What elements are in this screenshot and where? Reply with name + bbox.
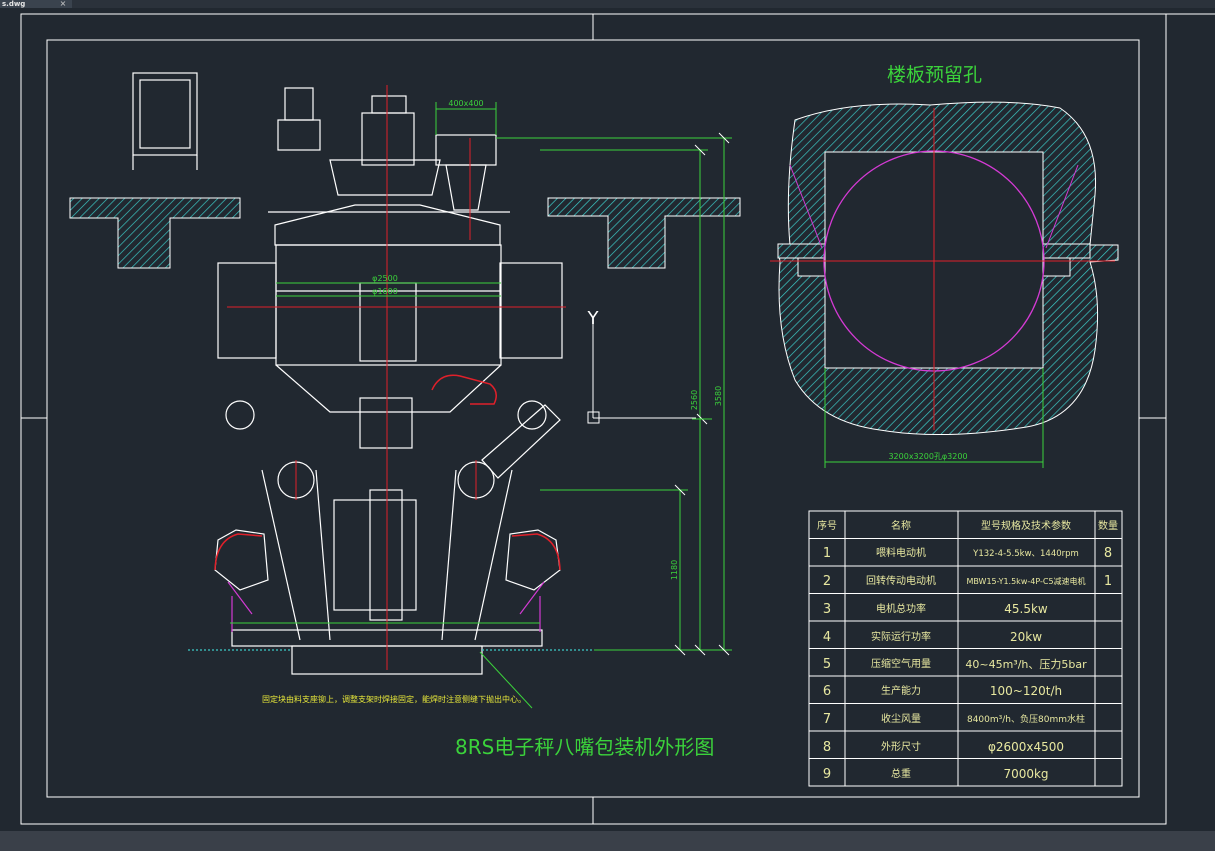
- row-spec: 45.5kw: [1004, 602, 1048, 616]
- close-icon[interactable]: ×: [59, 0, 67, 8]
- dim-inner-diameter: φ1600: [372, 287, 398, 296]
- row-spec: 8400m³/h、负压80mm水柱: [967, 713, 1085, 725]
- row-qty: 1: [1104, 574, 1112, 589]
- bag-clamp-accents: [227, 581, 545, 632]
- dim-hole-size: 3200x3200孔φ3200: [888, 452, 967, 461]
- dimension-lines: [230, 102, 732, 709]
- table-row: 1 喂料电动机 Y132-4-5.5kw、1440rpm 8: [823, 546, 1112, 561]
- row-no: 2: [823, 574, 831, 589]
- center-marks: [21, 14, 1166, 824]
- floor-hole-detail: [770, 101, 1119, 468]
- dim-outer-diameter: φ2500: [372, 274, 398, 283]
- drawing-canvas[interactable]: 8RS电子秤八嘴包装机外形图 楼板预留孔 固定块由料支座铆上，调整支架时焊接固定…: [0, 8, 1215, 831]
- row-no: 9: [823, 767, 831, 782]
- row-name: 实际运行功率: [871, 630, 931, 643]
- installation-note: 固定块由料支座铆上，调整支架时焊接固定，能焊时注意侧缝下抛出中心。: [262, 694, 526, 704]
- dim-top-opening: 400x400: [448, 99, 483, 108]
- feed-hose-curves: [214, 374, 561, 571]
- row-name: 外形尺寸: [881, 740, 921, 753]
- floor-hole-title: 楼板预留孔: [887, 64, 982, 86]
- table-header-no: 序号: [817, 519, 837, 532]
- table-row: 8 外形尺寸 φ2600x4500: [823, 740, 1064, 755]
- table-row: 4 实际运行功率 20kw: [823, 630, 1042, 645]
- row-no: 4: [823, 630, 831, 645]
- row-no: 5: [823, 657, 831, 672]
- table-row: 5 压缩空气用量 40~45m³/h、压力5bar: [823, 657, 1087, 672]
- row-name: 总重: [891, 767, 911, 780]
- row-spec: 100~120t/h: [990, 684, 1062, 698]
- dimension-ticks: [674, 132, 730, 656]
- row-name: 喂料电动机: [876, 546, 926, 559]
- row-qty: 8: [1104, 546, 1112, 561]
- table-row: 7 收尘风量 8400m³/h、负压80mm水柱: [823, 712, 1085, 727]
- status-bar: [0, 831, 1215, 851]
- packing-machine: [188, 87, 594, 675]
- ucs-y-label: Y: [587, 308, 600, 329]
- cad-drawing: 8RS电子秤八嘴包装机外形图 楼板预留孔 固定块由料支座铆上，调整支架时焊接固定…: [20, 13, 1215, 825]
- row-name: 压缩空气用量: [871, 657, 931, 670]
- row-spec: φ2600x4500: [988, 740, 1064, 754]
- row-no: 6: [823, 684, 831, 699]
- table-header-spec: 型号规格及技术参数: [981, 519, 1071, 532]
- spec-table-row-lines: [809, 538, 1122, 759]
- floor-slab: [69, 197, 741, 269]
- table-header-name: 名称: [891, 519, 911, 532]
- table-row: 6 生产能力 100~120t/h: [823, 684, 1062, 699]
- drawing-title: 8RS电子秤八嘴包装机外形图: [455, 735, 714, 759]
- spec-table-rows: 1 喂料电动机 Y132-4-5.5kw、1440rpm 8 2 回转传动电动机…: [823, 546, 1112, 782]
- table-row: 3 电机总功率 45.5kw: [823, 602, 1048, 617]
- dim-height-3580: 3580: [714, 386, 723, 406]
- row-name: 生产能力: [881, 684, 921, 697]
- row-no: 1: [823, 546, 831, 561]
- table-header-qty: 数量: [1098, 519, 1118, 532]
- drawing-tab[interactable]: s.dwg: [0, 0, 72, 8]
- table-row: 9 总重 7000kg: [823, 767, 1049, 782]
- row-no: 7: [823, 712, 831, 727]
- document-tab-bar: s.dwg ×: [0, 0, 1215, 8]
- row-spec: MBW15-Y1.5kw-4P-C5减速电机: [966, 576, 1085, 586]
- dim-height-1180: 1180: [670, 560, 679, 580]
- machine-center-lines: [227, 85, 566, 670]
- row-name: 电机总功率: [876, 602, 926, 615]
- control-cabinet: [132, 72, 198, 170]
- row-name: 收尘风量: [881, 712, 921, 725]
- row-spec: Y132-4-5.5kw、1440rpm: [972, 549, 1079, 559]
- table-row: 2 回转传动电动机 MBW15-Y1.5kw-4P-C5减速电机 1: [823, 574, 1112, 589]
- drawing-tab-label: s.dwg: [2, 0, 26, 8]
- row-spec: 7000kg: [1003, 767, 1048, 781]
- row-no: 8: [823, 740, 831, 755]
- dim-height-2560: 2560: [690, 390, 699, 410]
- row-spec: 20kw: [1010, 630, 1042, 644]
- row-spec: 40~45m³/h、压力5bar: [965, 658, 1087, 671]
- row-name: 回转传动电动机: [866, 574, 936, 587]
- row-no: 3: [823, 602, 831, 617]
- ucs-icon: [587, 318, 696, 424]
